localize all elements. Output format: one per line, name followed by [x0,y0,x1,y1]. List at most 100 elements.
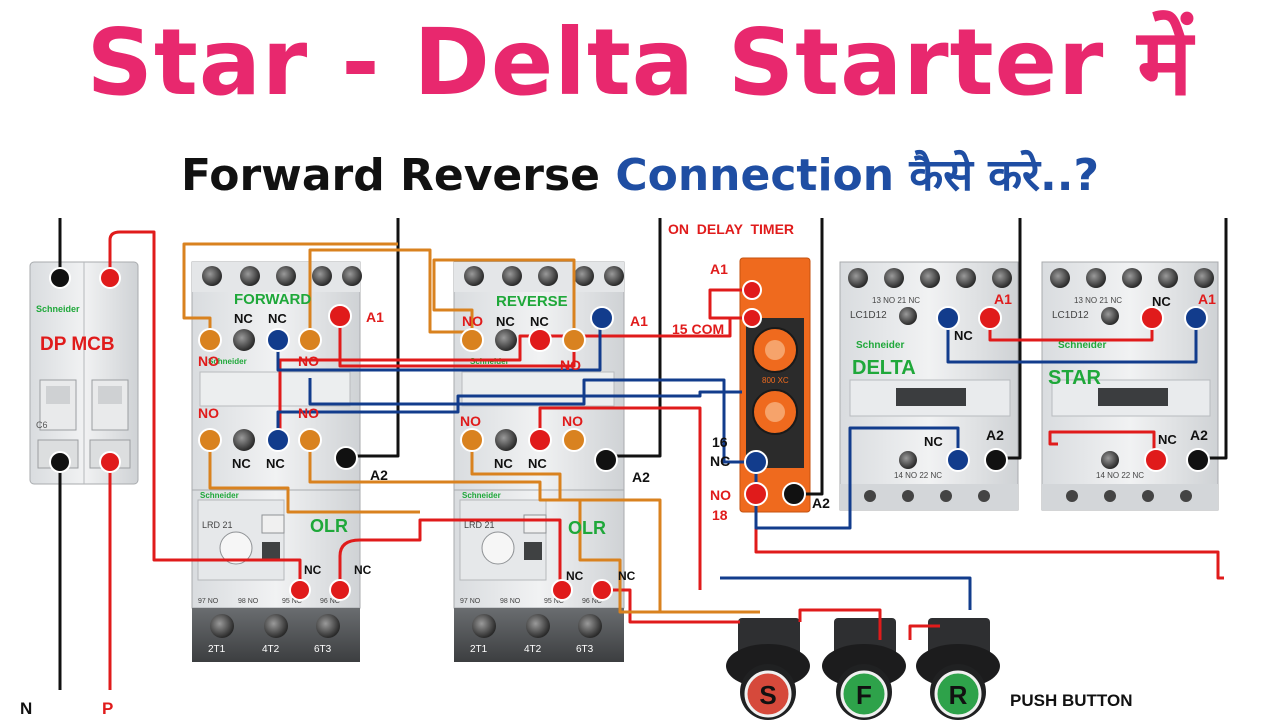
reverse-terminal-4t2: 4T2 [524,644,542,655]
diagram-labels: N P FORWARD NC NC NO NO A1 NO NO NC NC A… [20,221,1216,718]
reverse-contactor: Schneider [453,261,625,491]
star-a1: A1 [1198,291,1216,307]
reverse-no-bottom-1: NO [460,413,481,429]
stop-button-label: S [759,680,776,710]
delta-title: DELTA [852,357,916,379]
reverse-olr-term-98: 98 NO [500,598,521,605]
push-button-forward[interactable]: F [822,618,906,720]
forward-a1: A1 [366,309,384,325]
forward-a2: A2 [370,467,388,483]
forward-olr-term-98: 98 NO [238,598,259,605]
reverse-nc-bottom-1: NC [494,456,513,471]
delta-top-terminals: 13 NO 21 NC [872,296,920,305]
forward-olr-brand: Schneider [200,491,239,500]
timer-model: 800 XC [762,376,789,385]
reverse-olr-nc-2: NC [618,569,636,583]
forward-title: FORWARD [234,291,311,308]
star-model: LC1D12 [1052,310,1089,321]
timer-a2: A2 [812,495,830,511]
mcb-terminal-n: N [20,699,32,718]
reverse-olr-brand: Schneider [462,491,501,500]
page-title: Star - Delta Starter में [86,9,1194,116]
mcb-label: DP MCB [40,334,115,355]
timer-title: ON DELAY TIMER [668,221,794,237]
reverse-title: REVERSE [496,293,568,310]
forward-no-bottom-1: NO [198,405,219,421]
timer-16: 16 [712,434,728,450]
timer-no: NO [710,487,731,503]
forward-no-top-1: NO [198,353,219,369]
reverse-button-label: R [949,680,968,710]
star-contactor: LC1D12 13 NO 21 NC 14 NO 22 NC Schneider [1041,261,1219,511]
reverse-nc-bottom-2: NC [528,456,547,471]
forward-terminal-2t1: 2T1 [208,644,226,655]
delta-a2: A2 [986,427,1004,443]
forward-lrd-model: LRD 21 [202,520,233,530]
delta-contactor: LC1D12 13 NO 21 NC 14 NO 22 NC Schneider [839,261,1019,511]
forward-button-label: F [856,680,872,710]
reverse-a1: A1 [630,313,648,329]
reverse-lrd-model: LRD 21 [464,520,495,530]
star-brand: Schneider [1058,340,1106,351]
star-a2: A2 [1190,427,1208,443]
reverse-terminal-6t3: 6T3 [576,644,594,655]
reverse-terminal-2t1: 2T1 [470,644,488,655]
forward-brand: Schneider [208,357,247,366]
forward-no-bottom-2: NO [298,405,319,421]
star-nc-top: NC [1152,294,1171,309]
forward-olr-label: OLR [310,516,348,536]
terminal-dots [49,267,1210,601]
star-bottom-terminals: 14 NO 22 NC [1096,471,1144,480]
forward-contactor: Schneider [191,261,362,491]
mcb-terminal-p: P [102,699,113,718]
timer-nc: NC [710,453,730,469]
reverse-olr-nc-1: NC [566,569,584,583]
subtitle-blue-part: Connection कैसे करे..? [615,150,1100,201]
mcb-brand: Schneider [36,304,80,314]
mcb-rating: C6 [36,420,48,430]
reverse-olr-term-95: 95 NC [544,598,564,605]
delta-brand: Schneider [856,340,904,351]
forward-terminal-4t2: 4T2 [262,644,280,655]
forward-nc-bottom-2: NC [266,456,285,471]
forward-nc-top-1: NC [234,311,253,326]
forward-olr-term-97: 97 NO [198,598,219,605]
page-subtitle: Forward Reverse Connection कैसे करे..? [0,148,1280,204]
reverse-olr-term-97: 97 NO [460,598,481,605]
reverse-a2: A2 [632,469,650,485]
forward-olr-term-95: 95 NC [282,598,302,605]
delta-nc-bottom: NC [924,434,943,449]
timer-com: 15 COM [672,321,724,337]
forward-olr-term-96: 96 NC [320,598,340,605]
delta-a1: A1 [994,291,1012,307]
timer-a1: A1 [710,261,728,277]
reverse-no-top-2: NO [560,357,581,373]
forward-nc-bottom-1: NC [232,456,251,471]
dp-mcb: Schneider C6 [29,261,139,485]
forward-nc-top-2: NC [268,311,287,326]
timer-18: 18 [712,507,728,523]
on-delay-timer: 800 XC [739,257,811,513]
star-nc-bottom: NC [1158,432,1177,447]
forward-olr-nc-1: NC [304,563,322,577]
star-top-terminals: 13 NO 21 NC [1074,296,1122,305]
reverse-olr: Schneider LRD 21 2T1 4T2 6T3 97 NO 98 NO… [453,489,625,662]
forward-olr-nc-2: NC [354,563,372,577]
push-button-reverse[interactable]: R [916,618,1000,720]
delta-nc-top: NC [954,328,973,343]
forward-terminal-6t3: 6T3 [314,644,332,655]
forward-no-top-2: NO [298,353,319,369]
subtitle-black-part: Forward Reverse [180,150,600,201]
star-title: STAR [1048,367,1102,389]
reverse-no-top-1: NO [462,313,483,329]
reverse-olr-label: OLR [568,518,606,538]
reverse-olr-term-96: 96 NC [582,598,602,605]
delta-bottom-terminals: 14 NO 22 NC [894,471,942,480]
push-button-label: PUSH BUTTON [1010,691,1132,710]
reverse-no-bottom-2: NO [562,413,583,429]
reverse-nc-top-1: NC [496,314,515,329]
reverse-nc-top-2: NC [530,314,549,329]
push-button-stop[interactable]: S [726,618,810,720]
delta-model: LC1D12 [850,310,887,321]
